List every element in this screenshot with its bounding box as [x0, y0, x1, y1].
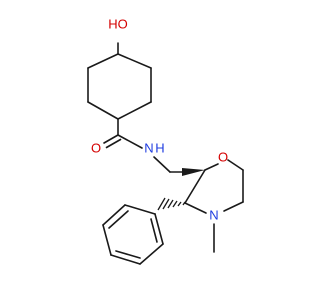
bond [117, 53, 152, 69]
amide-hydrogen-label: H [155, 141, 164, 156]
ring-oxygen-label: O [218, 150, 228, 165]
bond [87, 101, 119, 120]
double-bond [103, 134, 119, 144]
molecule-canvas: HO O N H O N [87, 17, 244, 265]
bond [204, 163, 219, 171]
aromatic-inner-bond [115, 250, 141, 259]
amide-nitrogen-label: N [144, 141, 153, 156]
bond [110, 254, 141, 265]
structure-diagram: HO O N H O N [87, 17, 244, 265]
wedge-bond [182, 168, 205, 176]
ring-nitrogen-label: N [209, 208, 218, 223]
bond [184, 169, 206, 204]
bond [227, 159, 244, 171]
cyclohexane-ring [87, 42, 152, 120]
bond [87, 53, 119, 69]
bond [139, 243, 164, 265]
hydroxyl-label: HO [108, 17, 128, 32]
aromatic-inner-bond [108, 210, 129, 229]
bond [124, 204, 156, 215]
bond [184, 202, 207, 214]
aromatic-inner-bond [150, 218, 158, 243]
bond [102, 224, 112, 256]
bond [154, 213, 164, 245]
double-bond [105, 138, 122, 149]
bond [102, 204, 126, 226]
phenyl-ring [102, 204, 164, 265]
bond [153, 156, 171, 173]
amide-group [103, 118, 183, 173]
atom-labels: HO O N H O N [91, 17, 228, 223]
bond [223, 201, 244, 212]
hashed-bond [157, 197, 186, 211]
carbonyl-oxygen-label: O [91, 141, 101, 156]
morpholine-ring [184, 159, 244, 253]
bond [117, 101, 152, 120]
bond [117, 134, 143, 149]
stereo-bonds [157, 168, 205, 211]
